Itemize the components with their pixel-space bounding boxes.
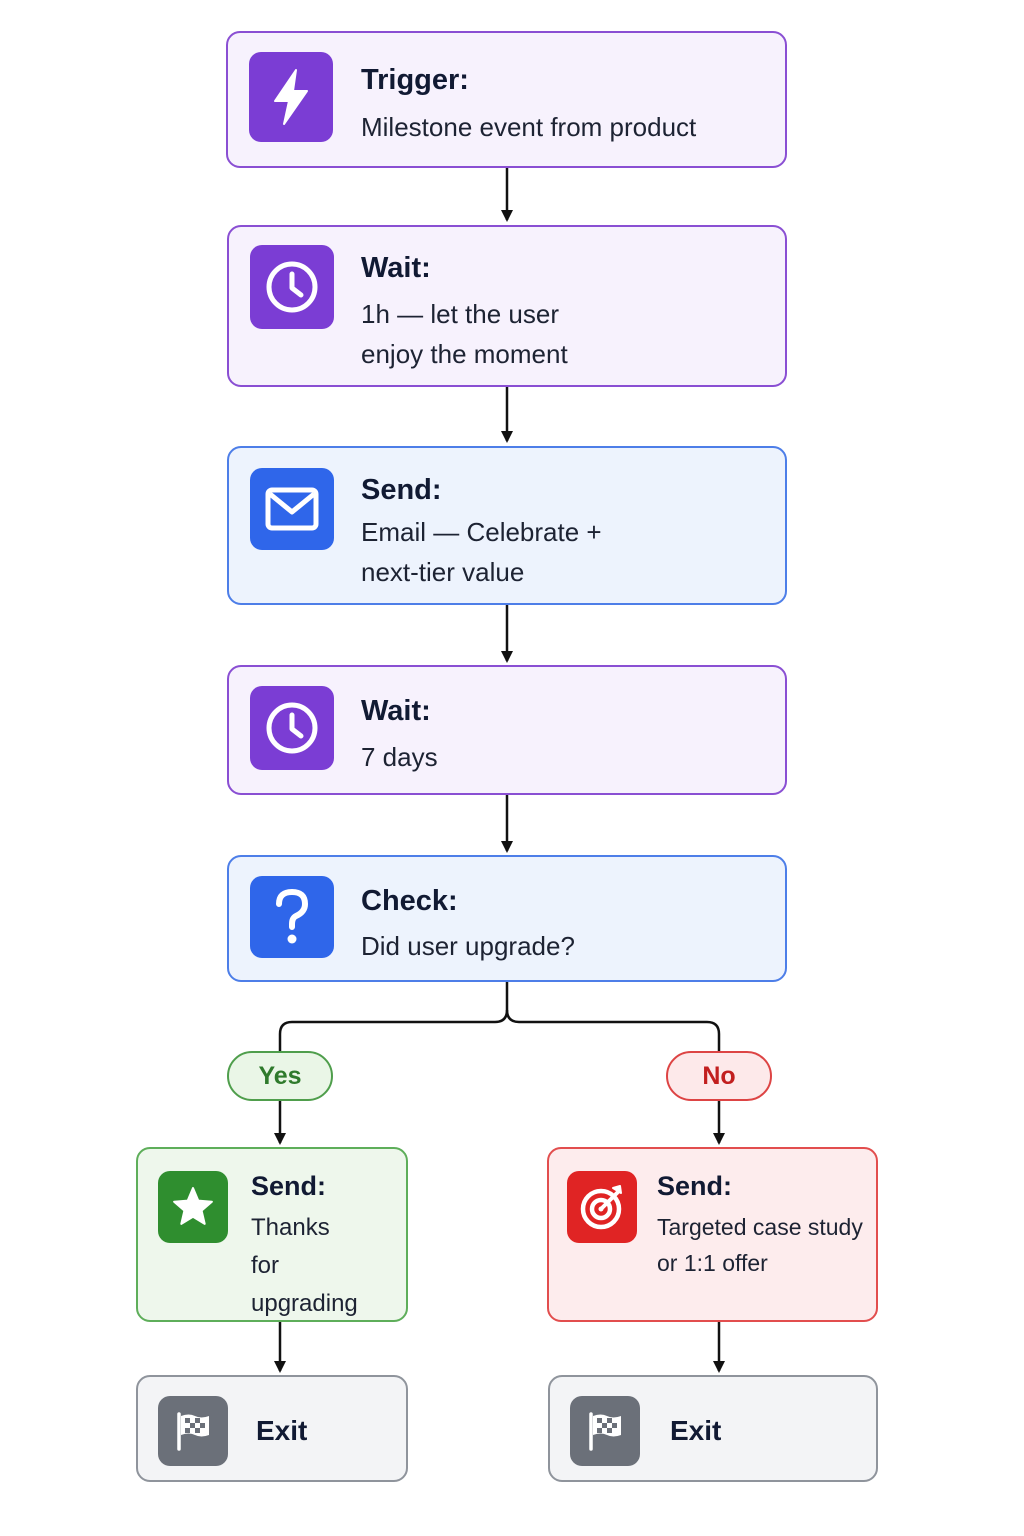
star-icon	[158, 1171, 228, 1243]
exit-no-node[interactable]: Exit	[548, 1375, 878, 1482]
connector-check-to-yes	[278, 982, 509, 1051]
branch-no-label: No	[666, 1051, 772, 1101]
trigger-node[interactable]: Trigger: Milestone event from product	[226, 31, 787, 168]
node-description: Thanks for upgrading	[251, 1214, 358, 1317]
clock-icon	[250, 686, 334, 770]
question-mark-icon	[250, 876, 334, 958]
node-description: Targeted case study or 1:1 offer	[657, 1214, 863, 1276]
check-node[interactable]: Check: Did user upgrade?	[227, 855, 787, 982]
node-title: Wait:	[361, 695, 431, 727]
node-title: Trigger:	[361, 64, 469, 96]
node-description: 1h — let the user enjoy the moment	[361, 299, 568, 369]
branch-yes-label: Yes	[227, 1051, 333, 1101]
clock-icon	[250, 245, 334, 329]
exit-label: Exit	[256, 1415, 308, 1446]
target-icon	[567, 1171, 637, 1243]
send-yes-node[interactable]: Send: Thanks for upgrading	[136, 1147, 408, 1322]
node-title: Send:	[361, 474, 442, 506]
node-description: Did user upgrade?	[361, 931, 575, 961]
send-email-node[interactable]: Send: Email — Celebrate + next-tier valu…	[227, 446, 787, 605]
exit-yes-node[interactable]: Exit	[136, 1375, 408, 1482]
send-no-node[interactable]: Send: Targeted case study or 1:1 offer	[547, 1147, 878, 1322]
checkered-flag-icon	[158, 1396, 228, 1466]
lightning-bolt-icon	[249, 52, 333, 142]
wait-node[interactable]: Wait: 7 days	[227, 665, 787, 795]
checkered-flag-icon	[570, 1396, 640, 1466]
node-description: 7 days	[361, 742, 438, 772]
exit-label: Exit	[670, 1415, 722, 1446]
envelope-icon	[250, 468, 334, 550]
node-description: Milestone event from product	[361, 112, 697, 142]
node-title: Send:	[657, 1171, 733, 1201]
node-title: Send:	[251, 1171, 327, 1201]
node-title: Check:	[361, 885, 458, 917]
node-title: Wait:	[361, 252, 431, 284]
connector-check-to-no	[505, 1009, 721, 1051]
wait-node[interactable]: Wait: 1h — let the user enjoy the moment	[227, 225, 787, 387]
node-description: Email — Celebrate + next-tier value	[361, 517, 602, 587]
